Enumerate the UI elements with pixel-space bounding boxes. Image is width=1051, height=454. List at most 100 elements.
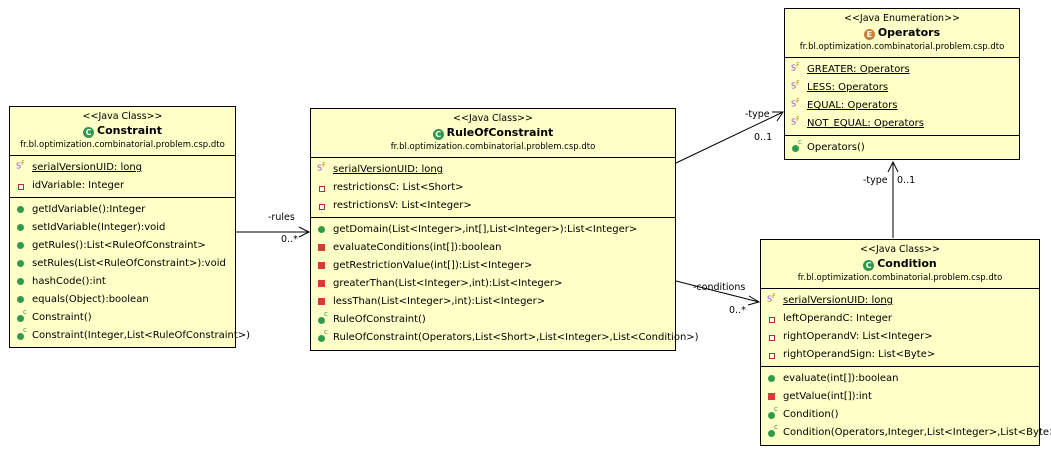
constructor-row[interactable]: Condition(Operators,Integer,List<Integer… — [761, 418, 1051, 442]
public-method-icon — [16, 291, 28, 309]
ruleofconstraint-stereotype: <<Java Class>> — [453, 113, 533, 124]
constructor-row[interactable]: RuleOfConstraint() — [311, 305, 675, 329]
static-final-field-icon: SF — [16, 160, 25, 171]
public-method-icon — [767, 370, 779, 388]
type-role-label-rule: -type — [745, 109, 770, 120]
constraint-name: Constraint — [97, 124, 162, 137]
constructor-row[interactable]: Condition() — [761, 400, 1039, 424]
constructor-icon — [16, 303, 28, 327]
private-field-icon — [16, 177, 28, 195]
type-multiplicity-label-rule: 0..1 — [754, 132, 773, 143]
rules-multiplicity-label: 0..* — [281, 234, 298, 245]
method-row[interactable]: greaterThan(List<Integer>,int):List<Inte… — [311, 275, 675, 293]
operators-package: fr.bl.optimization.combinatorial.problem… — [799, 42, 1005, 52]
constructor-row[interactable]: Operators() — [785, 133, 1019, 157]
constructor-row[interactable]: Constraint(Integer,List<RuleOfConstraint… — [10, 321, 250, 345]
method-row[interactable]: equals(Object):boolean — [10, 291, 235, 309]
attribute-row[interactable]: restrictionsC: List<Short> — [311, 179, 675, 197]
method-row[interactable]: evaluate(int[]):boolean — [761, 370, 1039, 388]
static-final-field-icon: SF — [791, 80, 800, 91]
type-role-label-condition: -type — [863, 175, 888, 186]
conditions-multiplicity-label: 0..* — [729, 305, 746, 316]
static-final-field-icon: SF — [317, 162, 326, 173]
public-method-icon — [16, 219, 28, 237]
attribute-row[interactable]: idVariable: Integer — [10, 177, 235, 195]
private-method-icon — [767, 388, 779, 406]
type-arrowhead-rule — [772, 111, 784, 122]
conditions-arrowhead — [747, 295, 761, 306]
private-field-icon — [317, 179, 329, 197]
method-row[interactable]: getRestrictionValue(int[]):List<Integer> — [311, 257, 675, 275]
public-method-icon — [317, 221, 329, 239]
static-final-field-icon: SF — [791, 62, 800, 73]
condition-name: Condition — [877, 257, 937, 270]
condition-stereotype: <<Java Class>> — [860, 244, 940, 255]
constructor-icon — [317, 305, 329, 329]
ruleofconstraint-name: RuleOfConstraint — [446, 126, 554, 139]
public-method-icon — [16, 255, 28, 273]
type-arrowhead-condition — [887, 160, 899, 173]
public-method-icon — [16, 237, 28, 255]
attribute-row[interactable]: restrictionsV: List<Integer> — [311, 197, 675, 215]
constructor-row[interactable]: Constraint() — [10, 303, 235, 327]
attribute-row[interactable]: leftOperandC: Integer — [761, 310, 1039, 328]
private-method-icon — [317, 293, 329, 311]
constraint-stereotype: <<Java Class>> — [82, 111, 163, 122]
constraint-methods: getIdVariable():Integer setIdVariable(In… — [10, 197, 250, 347]
constructor-icon — [767, 418, 779, 442]
private-field-icon — [767, 328, 779, 346]
conditions-line — [675, 280, 760, 303]
type-line-rule — [675, 111, 784, 164]
private-field-icon — [317, 197, 329, 215]
conditions-role-label: -conditions — [693, 282, 746, 293]
constructor-icon — [791, 133, 803, 157]
enum-icon: E — [863, 29, 875, 40]
operators-stereotype: <<Java Enumeration>> — [844, 13, 960, 24]
attribute-row[interactable]: rightOperandSign: List<Byte> — [761, 346, 1039, 364]
method-row[interactable]: getIdVariable():Integer — [10, 201, 235, 219]
method-row[interactable]: getValue(int[]):int — [761, 388, 1039, 406]
type-multiplicity-label-condition: 0..1 — [897, 175, 916, 186]
constructor-icon — [767, 400, 779, 424]
method-row[interactable]: getRules():List<RuleOfConstraint> — [10, 237, 235, 255]
method-row[interactable]: getDomain(List<Integer>,int[],List<Integ… — [311, 221, 675, 239]
private-method-icon — [317, 257, 329, 275]
private-field-icon — [767, 310, 779, 328]
static-final-field-icon: SF — [767, 293, 776, 304]
method-row[interactable]: lessThan(List<Integer>,int):List<Integer… — [311, 293, 675, 311]
static-final-field-icon: SF — [791, 98, 800, 109]
constructor-row[interactable]: RuleOfConstraint(Operators,List<Short>,L… — [311, 323, 699, 347]
static-final-field-icon: SF — [791, 116, 800, 127]
method-row[interactable]: evaluateConditions(int[]):boolean — [311, 239, 675, 257]
method-row[interactable]: setIdVariable(Integer):void — [10, 219, 235, 237]
method-row[interactable]: setRules(List<RuleOfConstraint>):void — [10, 255, 235, 273]
method-row[interactable]: hashCode():int — [10, 273, 235, 291]
class-icon: C — [863, 260, 875, 271]
class-icon: C — [432, 129, 444, 140]
private-field-icon — [767, 346, 779, 364]
rules-arrowhead — [298, 226, 311, 238]
operators-name: Operators — [877, 26, 941, 39]
private-method-icon — [317, 239, 329, 257]
class-icon: C — [83, 127, 94, 138]
constructor-icon — [317, 323, 329, 347]
public-method-icon — [16, 273, 28, 291]
constraint-package: fr.bl.optimization.combinatorial.problem… — [20, 140, 225, 150]
attribute-row[interactable]: rightOperandV: List<Integer> — [761, 328, 1039, 346]
